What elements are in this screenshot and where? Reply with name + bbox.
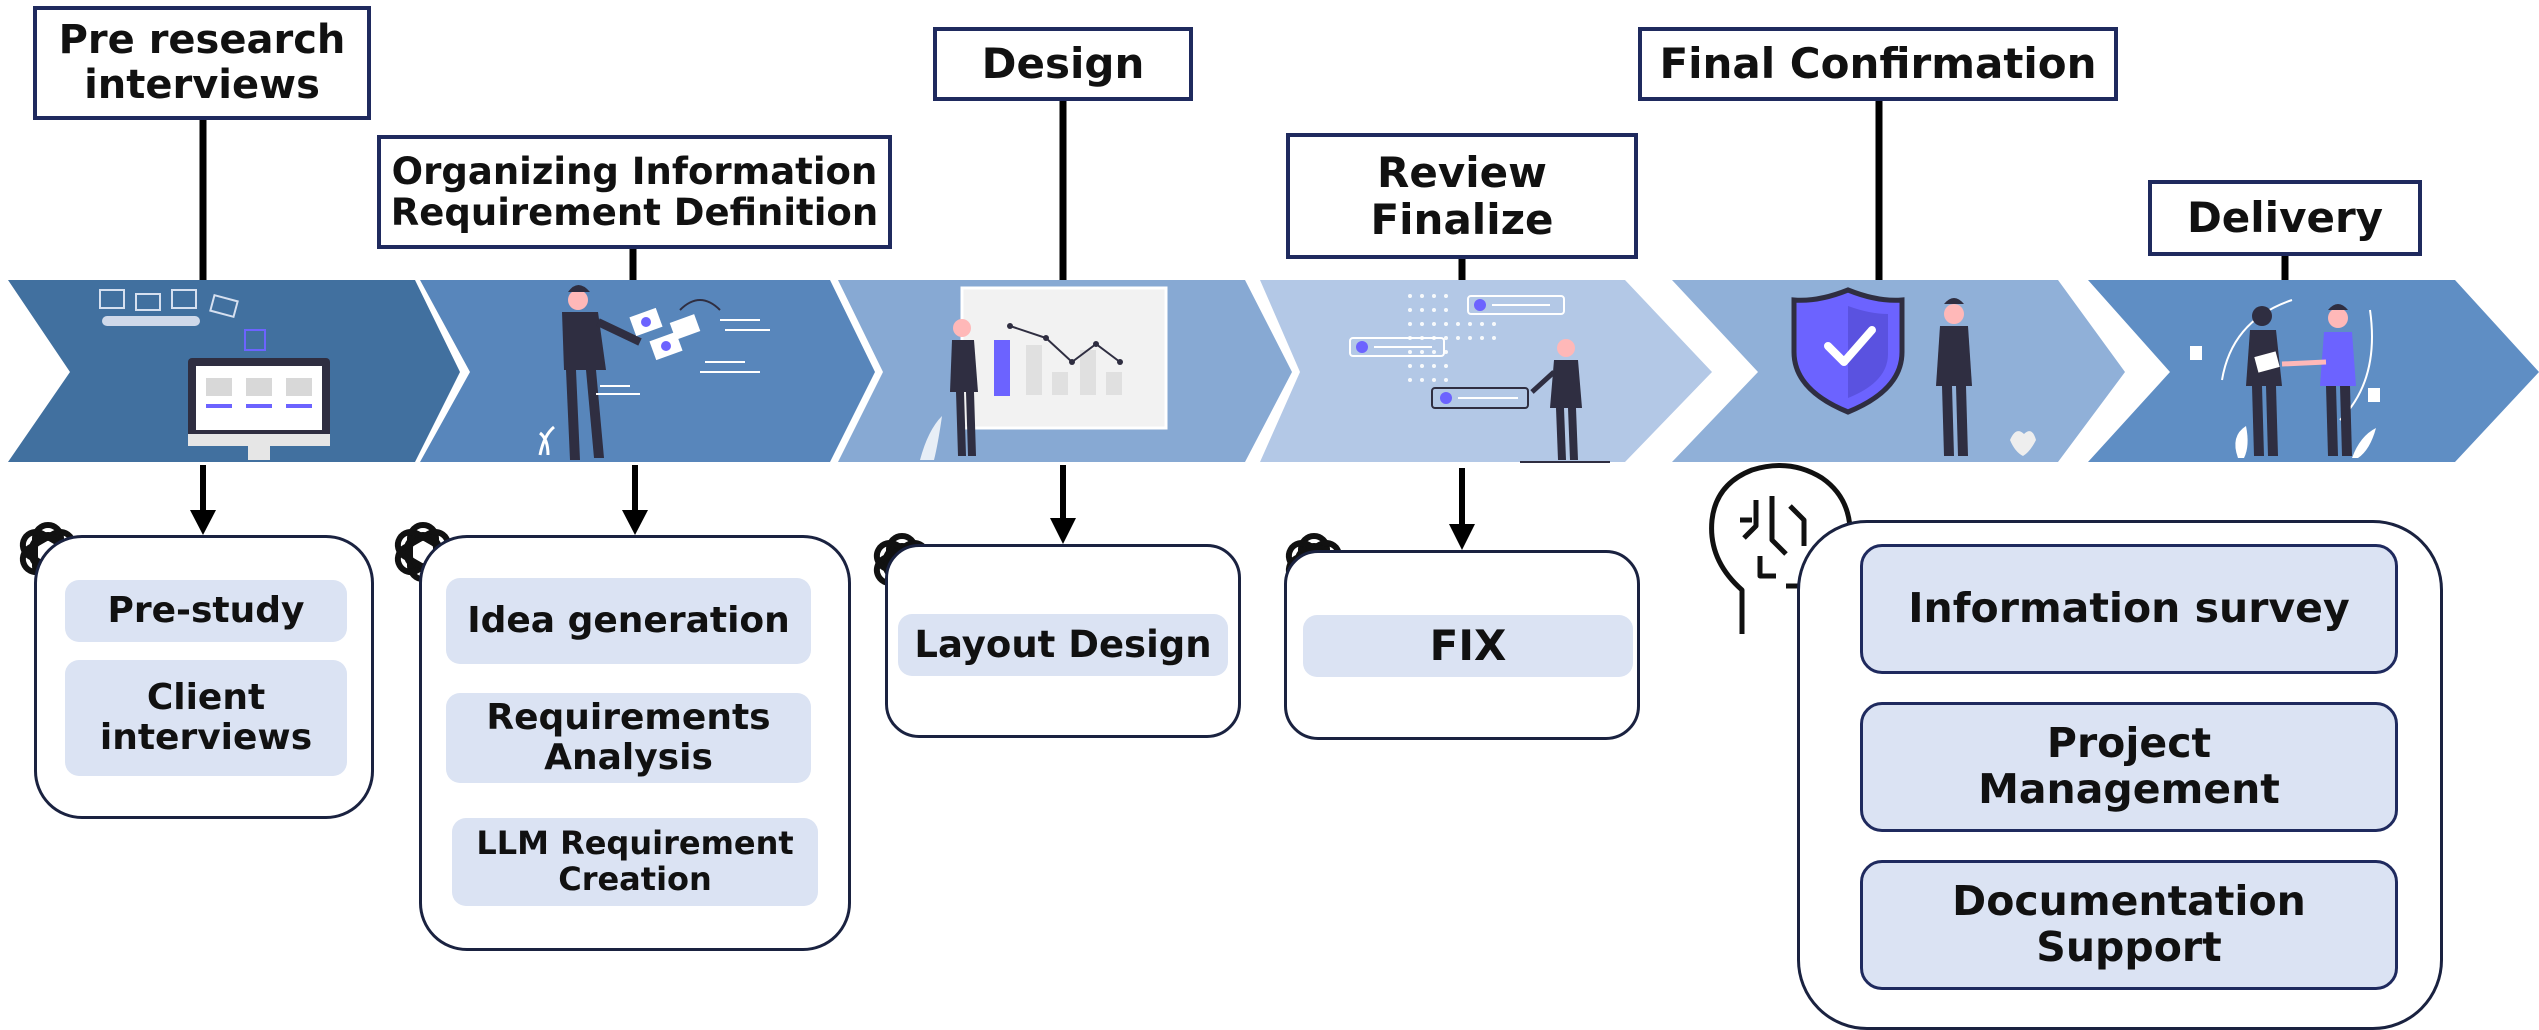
task-client-interviews: Client interviews: [65, 660, 347, 776]
ui-review-illustration: [1349, 294, 1610, 463]
presentation-board-illustration: [920, 286, 1168, 460]
stage-title-final-confirmation: Final Confirmation: [1638, 27, 2118, 101]
arrow-down-icon: [1050, 465, 1076, 544]
security-shield-illustration: [1791, 287, 2036, 456]
task-fix: FIX: [1303, 615, 1633, 677]
arrow-down-icon: [1449, 468, 1475, 550]
handshake-illustration: [2190, 299, 2380, 458]
task-layout-design: Layout Design: [898, 614, 1228, 676]
arrow-down-icon: [190, 465, 216, 535]
title-connectors: [199, 100, 2289, 280]
task-pre-study: Pre-study: [65, 580, 347, 642]
down-arrows: [190, 465, 1475, 550]
stage-title-design: Design: [933, 27, 1193, 101]
task-documentation-support: Documentation Support: [1860, 860, 2398, 990]
arrow-down-icon: [622, 465, 648, 535]
stage-title-pre-research: Pre research interviews: [33, 6, 371, 120]
task-information-survey: Information survey: [1860, 544, 2398, 674]
chevron-stage-2: [420, 280, 875, 462]
chevron-stage-4: [1260, 280, 1712, 462]
stage-title-organizing: Organizing Information Requirement Defin…: [377, 135, 892, 249]
stage-title-review: Review Finalize: [1286, 133, 1638, 259]
monitor-illustration: [99, 289, 330, 460]
person-cards-illustration: [538, 285, 770, 460]
task-requirements-analysis: Requirements Analysis: [446, 693, 811, 783]
chevron-stage-6: [2088, 280, 2539, 462]
chevron-band: [8, 280, 2539, 462]
task-llm-requirement-creation: LLM Requirement Creation: [452, 818, 818, 906]
stage-title-delivery: Delivery: [2148, 180, 2422, 256]
task-project-management: Project Management: [1860, 702, 2398, 832]
task-idea-generation: Idea generation: [446, 578, 811, 664]
